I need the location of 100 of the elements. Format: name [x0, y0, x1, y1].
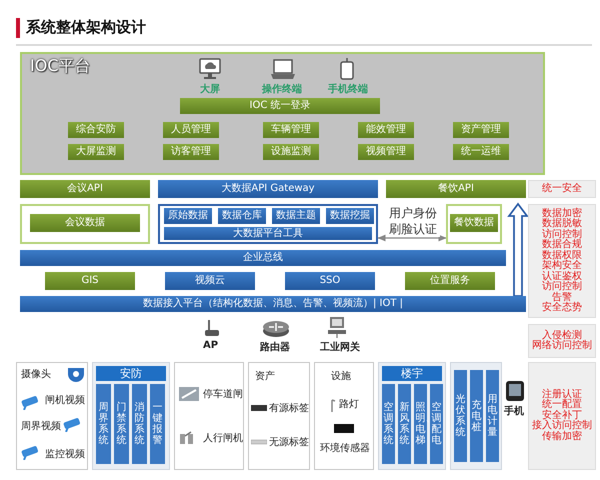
box-label: 餐饮数据: [454, 217, 494, 229]
box-label: 传输加密: [542, 432, 582, 442]
box-label: 周界视频: [21, 421, 61, 432]
box-label: 视频云: [195, 275, 225, 287]
box-label: 空调配电: [432, 402, 442, 446]
security-panel: [528, 362, 596, 470]
data-frame: [446, 204, 502, 244]
module-bar: [453, 122, 509, 138]
subsystem-column: [470, 370, 483, 462]
device-panel: [314, 362, 374, 470]
box-label: 路灯: [339, 399, 359, 410]
subsystem-column: [96, 384, 111, 464]
security-panel: [528, 180, 596, 198]
box-label: 认证鉴权: [542, 272, 582, 282]
box-label: 环境传感器: [320, 443, 370, 454]
data-frame: [20, 204, 150, 244]
box-label: 统一运维: [461, 146, 501, 158]
subsystem-column: [486, 370, 499, 462]
module-bar: [263, 144, 319, 160]
box-label: 数据脱敏: [542, 219, 582, 229]
module-bar: [180, 98, 380, 114]
box-label: 消防系统: [134, 402, 144, 446]
device-label: 手机终端: [328, 82, 368, 96]
box-label: 数据仓库: [222, 210, 262, 222]
box-label: 有源标签: [269, 403, 309, 414]
box-label: 空调系统: [384, 402, 394, 446]
module-bar: [164, 227, 372, 240]
section-header: 安防: [96, 366, 166, 381]
subsystem-panel: [378, 362, 446, 470]
box-label: 数据接入平台（结构化数据、消息、告警、视频流）| IOT |: [142, 298, 404, 310]
module-bar: [68, 122, 124, 138]
module-bar: [20, 250, 506, 266]
subsystem-column: [454, 370, 467, 462]
device-label: 大屏: [200, 82, 220, 96]
module-bar: [358, 122, 414, 138]
box-label: 设施: [331, 371, 351, 382]
module-bar: [20, 296, 526, 312]
data-frame: [158, 204, 378, 244]
device-label: 工业网关: [320, 340, 360, 354]
box-label: 数据合规: [542, 240, 582, 250]
box-label: 接入访问控制: [532, 421, 592, 432]
module-bar: [326, 208, 374, 224]
box-label: 人员管理: [171, 124, 211, 136]
box-label: 监控视频: [45, 449, 85, 460]
subsystem-panel: [450, 362, 502, 470]
module-bar: [158, 180, 378, 198]
module-bar: [272, 208, 320, 224]
module-bar: [68, 144, 124, 160]
box-label: 网络访问控制: [532, 341, 592, 352]
security-panel: [528, 204, 596, 318]
box-label: 统一安全: [542, 184, 582, 194]
device-label: AP: [203, 340, 218, 351]
subsystem-column: [114, 384, 129, 464]
box-label: 原始数据: [168, 210, 208, 222]
module-bar: [164, 208, 212, 224]
box-label: 一键报警: [152, 402, 162, 446]
box-label: 车辆管理: [271, 124, 311, 136]
section-header: 楼宇: [382, 366, 442, 381]
page-title: 系统整体架构设计: [26, 18, 146, 37]
box-label: 会议API: [67, 183, 103, 195]
box-label: 大数据API Gateway: [221, 183, 315, 195]
edge-label: 用户身份刷脸认证: [386, 206, 440, 238]
box-label: 安全态势: [542, 303, 582, 314]
box-label: 餐饮API: [438, 183, 474, 195]
box-label: 大屏监测: [76, 146, 116, 158]
module-bar: [450, 214, 498, 232]
panel-title: IOC平台: [30, 57, 90, 76]
box-label: 数据加密: [542, 208, 582, 218]
box-label: 数据权限: [542, 250, 582, 260]
module-bar: [285, 272, 375, 290]
device-label: 手机: [504, 404, 524, 418]
module-bar: [263, 122, 319, 138]
module-bar: [30, 214, 140, 232]
box-label: 停车道闸: [203, 389, 243, 400]
module-bar: [163, 122, 219, 138]
box-label: 统一配置: [542, 400, 582, 410]
device-panel: [248, 362, 310, 470]
device-label: 操作终端: [262, 82, 302, 96]
module-bar: [358, 144, 414, 160]
box-label: 资产管理: [461, 124, 501, 136]
box-label: 新风系统: [400, 402, 410, 446]
box-label: 访问控制: [542, 230, 582, 240]
subsystem-column: [398, 384, 411, 464]
module-bar: [453, 144, 509, 160]
subsystem-column: [382, 384, 395, 464]
box-label: 访问控制: [542, 282, 582, 292]
subsystem-column: [150, 384, 165, 464]
box-label: 数据挖掘: [330, 210, 370, 222]
box-label: 设施监测: [271, 146, 311, 158]
security-panel: [528, 324, 596, 358]
box-label: GIS: [81, 275, 99, 287]
device-panel: [174, 362, 244, 470]
box-label: 能效管理: [366, 124, 406, 136]
box-label: SSO: [320, 275, 340, 287]
box-label: 摄像头: [21, 369, 51, 380]
module-bar: [20, 180, 150, 198]
box-label: 位置服务: [430, 275, 470, 287]
box-label: 安全补丁: [542, 410, 582, 421]
box-label: 用电计量: [488, 394, 498, 438]
box-label: 视频管理: [366, 146, 406, 158]
